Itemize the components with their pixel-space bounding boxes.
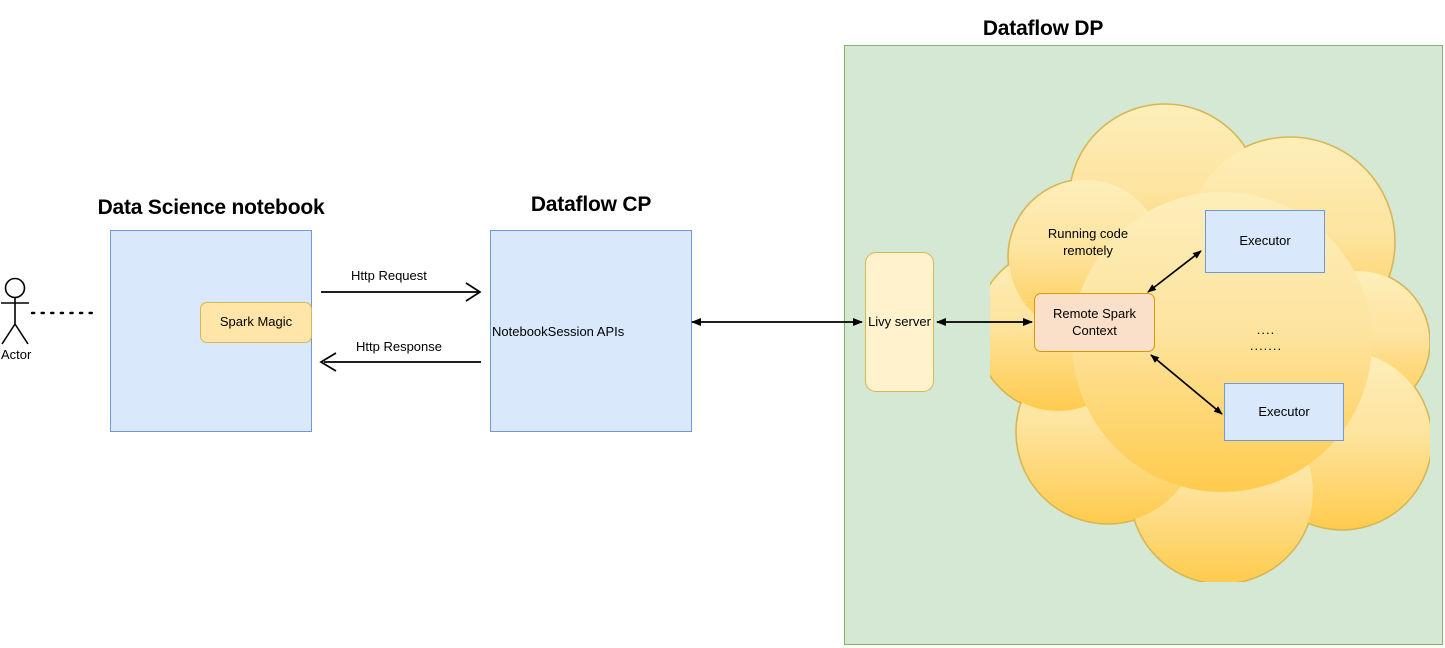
http-request-label: Http Request bbox=[351, 268, 427, 283]
ellipsis-marker-2: ....... bbox=[1249, 338, 1283, 353]
executor-label-2: Executor bbox=[1258, 403, 1310, 419]
executor-box-2[interactable]: Executor bbox=[1224, 383, 1344, 441]
executor-label-1: Executor bbox=[1239, 233, 1291, 249]
spark-magic-box[interactable]: Spark Magic bbox=[200, 302, 312, 343]
livy-server-label: Livy server bbox=[868, 313, 931, 329]
livy-server-box[interactable]: Livy server bbox=[865, 252, 934, 392]
title-data-science-notebook: Data Science notebook bbox=[97, 196, 325, 219]
http-request-arrow bbox=[321, 282, 482, 302]
remote-spark-context-box[interactable]: Remote Spark Context bbox=[1034, 293, 1155, 352]
title-dataflow-cp: Dataflow CP bbox=[530, 193, 652, 216]
running-code-remotely-label: Running code remotely bbox=[1047, 226, 1129, 258]
spark-magic-label: Spark Magic bbox=[219, 314, 293, 330]
actor-label: Actor bbox=[1, 347, 32, 362]
http-response-arrow bbox=[319, 352, 481, 372]
executor-box-1[interactable]: Executor bbox=[1205, 210, 1325, 273]
remote-spark-context-label: Remote Spark Context bbox=[1052, 305, 1137, 338]
http-response-label: Http Response bbox=[356, 339, 442, 354]
actor-stick-figure-icon bbox=[1, 277, 29, 345]
dataflow-cp-box bbox=[490, 230, 692, 432]
title-dataflow-dp: Dataflow DP bbox=[982, 17, 1104, 40]
ellipsis-marker-1: .... bbox=[1256, 322, 1276, 337]
notebooksession-apis-label: NotebookSession APIs bbox=[492, 324, 625, 339]
